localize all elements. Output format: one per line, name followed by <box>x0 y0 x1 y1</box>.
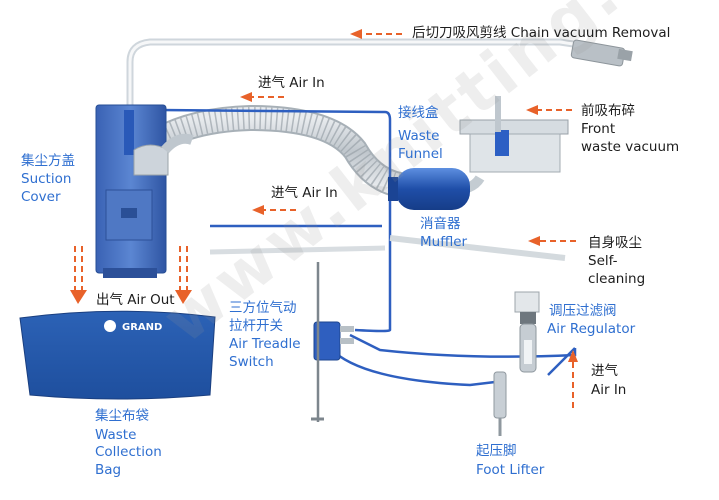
suction-cover-box <box>95 104 194 278</box>
label-bag-en1: Waste <box>95 427 137 443</box>
corrugated-hose <box>131 104 403 198</box>
label-muffler-cn: 消音器 <box>420 216 461 232</box>
self-cleaning-tube <box>389 235 566 261</box>
label-waste-funnel-en2: Funnel <box>398 146 443 162</box>
label-self-cleaning-en2: cleaning <box>588 271 646 287</box>
label-suction-cover-cn: 集尘方盖 <box>21 153 75 169</box>
foot-lifter-cylinder <box>493 371 507 436</box>
label-suction-cover-en2: Cover <box>21 189 61 205</box>
label-front-waste-en2: waste vacuum <box>581 139 680 155</box>
label-suction-cover-en1: Suction <box>21 171 72 187</box>
air-treadle-switch <box>311 262 354 422</box>
label-regulator-cn: 调压过滤阀 <box>549 303 617 319</box>
label-foot-lifter-cn: 起压脚 <box>476 443 517 459</box>
arrow-air-in-right <box>568 350 578 408</box>
muffler <box>388 168 470 210</box>
air-regulator <box>514 291 540 373</box>
arrow-self-cleaning <box>528 236 576 246</box>
label-bag-en2: Collection <box>95 444 162 460</box>
label-foot-lifter-en: Foot Lifter <box>476 462 545 478</box>
label-waste-funnel-cn: 接线盒 <box>398 105 439 121</box>
bag-brand-text: GRAND <box>122 322 162 333</box>
label-bag-cn: 集尘布袋 <box>95 408 149 424</box>
label-chain-vacuum: 后切刀吸风剪线 Chain vacuum Removal <box>412 25 671 41</box>
label-air-in-right-cn: 进气 <box>591 363 618 379</box>
waste-collection-bag <box>19 310 216 400</box>
chain-vacuum-tube <box>126 38 601 105</box>
label-bag-en3: Bag <box>95 462 122 478</box>
label-treadle-cn2: 拉杆开关 <box>229 318 283 334</box>
label-treadle-en1: Air Treadle <box>229 336 301 352</box>
inner-clear-tube <box>209 245 386 255</box>
label-air-in-top: 进气 Air In <box>258 75 325 91</box>
arrow-chain-vacuum <box>350 29 402 39</box>
label-muffler-en: Muffler <box>420 234 468 250</box>
arrow-front-waste <box>526 105 572 115</box>
label-air-out: 出气 Air Out <box>96 292 175 308</box>
label-regulator-en: Air Regulator <box>547 321 636 337</box>
label-treadle-cn1: 三方位气动 <box>229 300 297 316</box>
label-waste-funnel-en1: Waste <box>398 128 440 144</box>
flow-arrows <box>70 29 578 408</box>
air-line-blue <box>159 108 577 387</box>
label-air-in-mid: 进气 Air In <box>271 185 338 201</box>
arrow-air-in-top <box>240 92 284 102</box>
arrow-air-out <box>70 246 192 304</box>
label-self-cleaning-en1: Self- <box>588 253 618 269</box>
label-treadle-en2: Switch <box>229 354 274 370</box>
arrow-air-in-mid <box>252 205 296 215</box>
label-air-in-right-en: Air In <box>591 382 627 398</box>
chain-vacuum-nozzle <box>570 39 633 67</box>
label-self-cleaning-cn: 自身吸尘 <box>588 235 642 251</box>
label-front-waste-en1: Front <box>581 121 616 137</box>
label-front-waste-cn: 前吸布碎 <box>581 103 635 119</box>
